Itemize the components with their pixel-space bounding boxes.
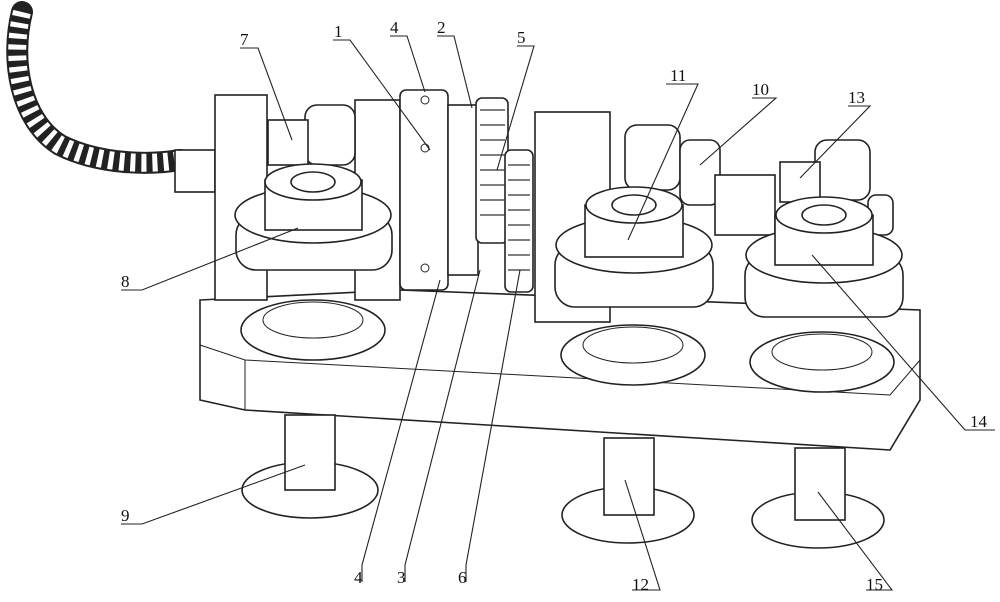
label-6: 6 xyxy=(458,568,467,587)
label-12: 12 xyxy=(632,575,649,594)
gear-shaft-14 xyxy=(744,196,904,393)
gear-shaft-11 xyxy=(554,186,714,386)
leg-12 xyxy=(561,437,695,544)
label-2: 2 xyxy=(437,18,446,37)
leader-lines xyxy=(121,35,995,591)
coupling-assembly xyxy=(399,89,534,293)
flexible-cable xyxy=(6,1,216,193)
label-14: 14 xyxy=(970,412,988,431)
label-10: 10 xyxy=(752,80,769,99)
leg-9 xyxy=(241,414,379,519)
gear-shaft-8 xyxy=(234,163,393,361)
label-3: 3 xyxy=(397,568,406,587)
label-13: 13 xyxy=(848,88,865,107)
label-11: 11 xyxy=(670,66,686,85)
label-7: 7 xyxy=(240,30,249,49)
label-8: 8 xyxy=(121,272,130,291)
label-15: 15 xyxy=(866,575,883,594)
label-4-bottom: 4 xyxy=(354,568,363,587)
label-1: 1 xyxy=(334,22,343,41)
label-9: 9 xyxy=(121,506,130,525)
label-5: 5 xyxy=(517,28,526,47)
leg-15 xyxy=(751,447,885,549)
label-4-top: 4 xyxy=(390,18,399,37)
